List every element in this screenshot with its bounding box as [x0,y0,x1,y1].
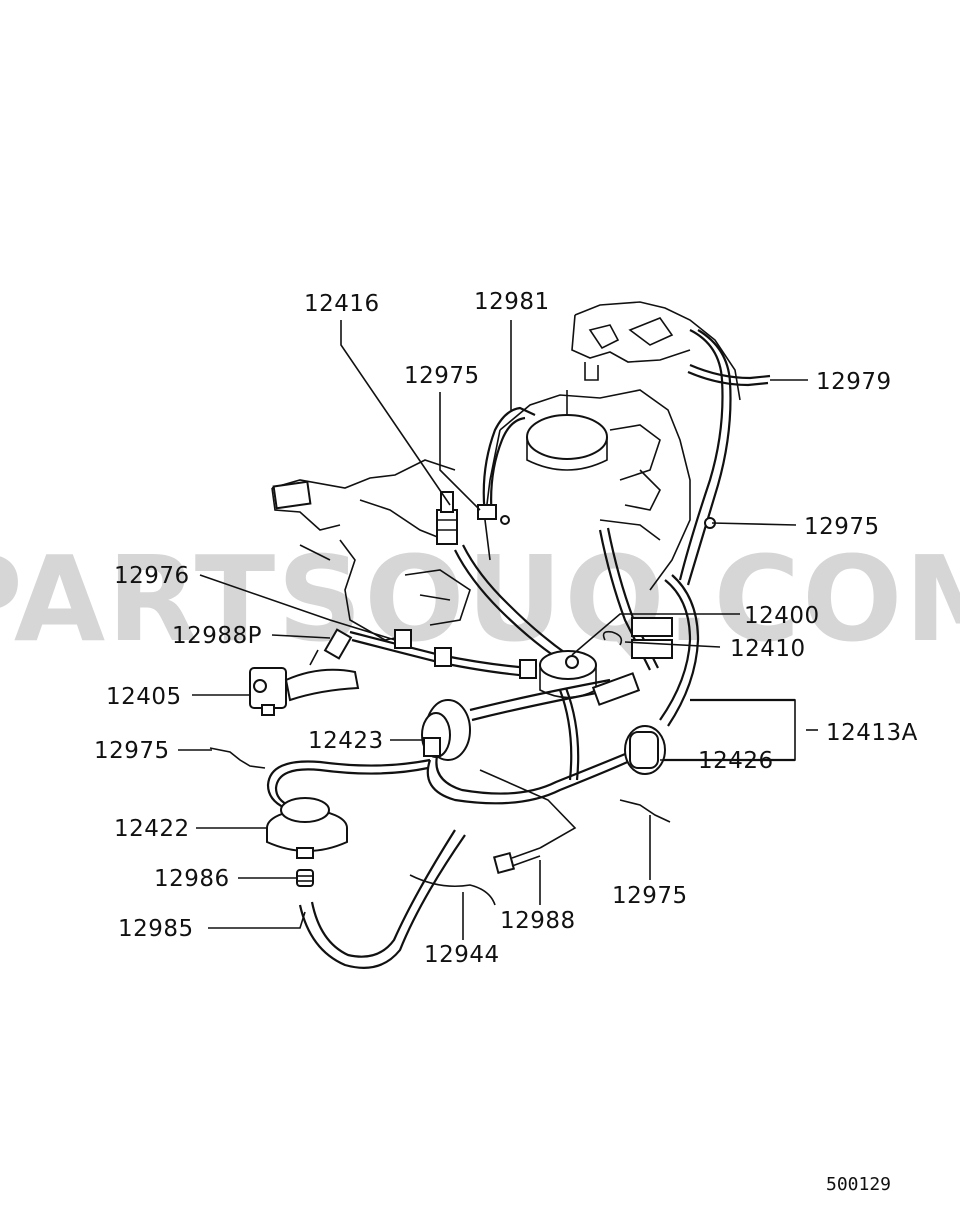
parts [209,491,716,906]
label-12975-right: 12975 [804,514,880,540]
label-12426: 12426 [698,748,774,774]
clip-12410 [602,630,623,646]
label-12422: 12422 [114,816,190,842]
label-12975-bottom: 12975 [612,883,688,909]
label-12944: 12944 [424,942,500,968]
label-12405: 12405 [106,684,182,710]
label-12985: 12985 [118,916,194,942]
watermark: PARTSOUQ.COM [0,530,960,668]
label-12975-top: 12975 [404,363,480,389]
hose-12979 [689,363,771,380]
clamp-12976-b [434,647,452,667]
label-12413A: 12413A [826,720,918,746]
label-12986: 12986 [154,866,230,892]
label-12979: 12979 [816,369,892,395]
label-12988P: 12988P [172,623,262,649]
clip-12975-left [209,747,266,769]
manifold-outlet [272,480,312,510]
label-12423: 12423 [308,728,384,754]
spring-12986 [296,869,314,887]
part-labels: 12416 12981 12975 12979 12975 12976 1240… [94,289,918,968]
air-cleaner-dome [526,414,608,460]
filter-12426 [624,725,666,775]
clamp-12976-c [519,659,537,679]
leader-lines [178,320,818,940]
clip-12975-bottom [619,799,671,823]
bolt-12988P [309,628,353,666]
label-12416: 12416 [304,291,380,317]
diagram-code: 500129 [826,1174,891,1195]
solenoid-bracket-12405 [249,667,360,716]
label-12988: 12988 [500,908,576,934]
clip-12944 [409,874,496,906]
valve-12400 [539,650,597,699]
diaphragm-12423 [421,699,471,761]
engine-block-sketch [271,301,741,641]
clamp-12976-a [394,629,412,649]
label-12410: 12410 [730,636,806,662]
label-12981: 12981 [474,289,550,315]
canister-12422 [266,797,348,859]
label-12975-left: 12975 [94,738,170,764]
connector-12975-top [477,504,510,525]
bolt-12988 [492,847,541,875]
label-12976: 12976 [114,563,190,589]
label-12400: 12400 [744,603,820,629]
